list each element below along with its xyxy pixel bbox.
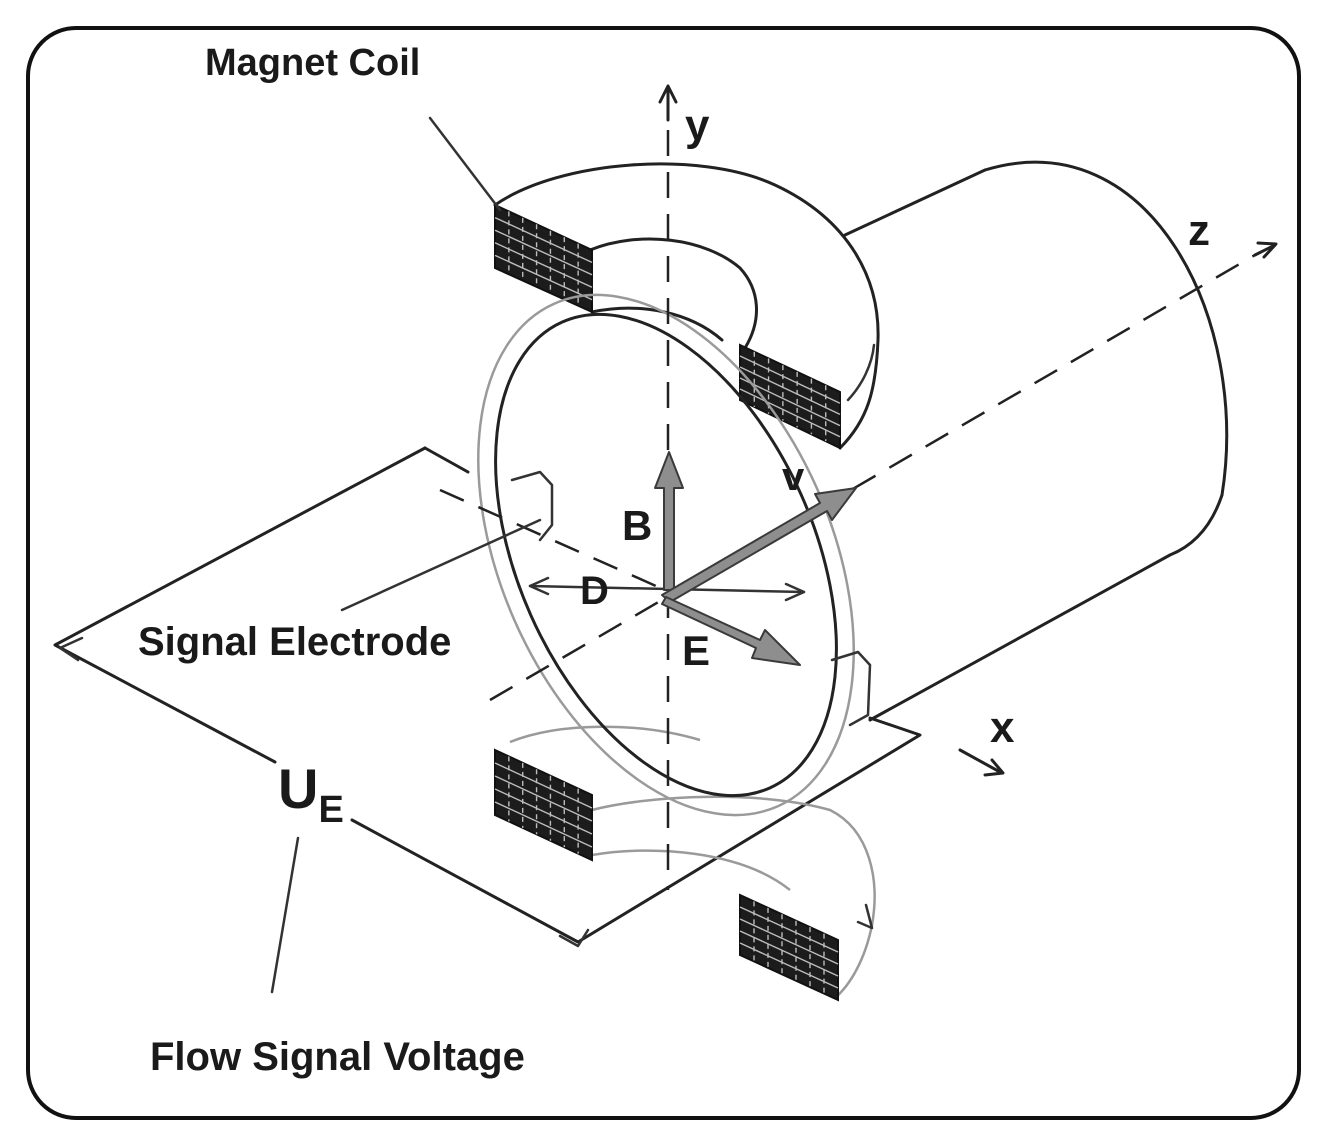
coil-grid-line xyxy=(494,229,593,276)
vector-v-arrow xyxy=(661,487,857,603)
coil-grid-line xyxy=(739,930,839,977)
electrode-plane xyxy=(53,446,922,948)
coil-grid-line xyxy=(494,801,593,848)
flow-signal-voltage-label: Flow Signal Voltage xyxy=(150,1035,525,1079)
voltage-symbol-subscript: E xyxy=(318,789,343,831)
coordinate-axes xyxy=(439,84,1278,890)
coil-block-face xyxy=(494,748,593,862)
coil-grid-line xyxy=(494,216,593,264)
coil-block-face xyxy=(739,893,839,1002)
dimension-d-label: D xyxy=(580,569,609,613)
coil-grid-line xyxy=(739,906,839,953)
vector-e-label: E xyxy=(682,627,710,674)
coil-block-face xyxy=(494,203,593,314)
coil-block-lower-right xyxy=(739,893,839,1002)
pipe-cross-section xyxy=(477,293,855,817)
axis-x-label: x xyxy=(990,703,1015,752)
coil-block-upper-right xyxy=(739,343,841,450)
coil-grid-line xyxy=(739,366,841,416)
coil-windings xyxy=(494,203,841,1002)
coil-grid-line xyxy=(739,918,839,965)
voltage-symbol-main: U xyxy=(278,757,318,820)
pipe-body xyxy=(843,160,1229,722)
signal-electrodes xyxy=(510,470,872,727)
lower-magnet-coil xyxy=(509,725,876,999)
coil-grid-line xyxy=(494,242,593,288)
diagram-frame xyxy=(26,26,1301,1120)
coil-grid-line xyxy=(739,355,841,404)
coil-grid-line xyxy=(739,388,841,438)
vector-b-label: B xyxy=(622,502,652,549)
voltage-symbol: UE xyxy=(278,757,344,831)
coil-grid-line xyxy=(739,377,841,427)
coil-block-face xyxy=(739,343,841,450)
coil-grid-line xyxy=(494,775,593,822)
vector-e-arrow xyxy=(661,596,801,666)
magnet-coil-label: Magnet Coil xyxy=(205,42,420,84)
leader-lines xyxy=(270,116,542,994)
coil-grid-line xyxy=(494,762,593,809)
coil-grid-line xyxy=(739,942,839,989)
axis-y-label: y xyxy=(685,101,710,150)
coil-grid-line xyxy=(494,254,593,301)
coil-block-upper-left xyxy=(494,203,593,314)
vector-v-label: v xyxy=(782,455,805,499)
coil-grid-line xyxy=(494,788,593,835)
field-vectors xyxy=(654,451,857,666)
vector-b-arrow xyxy=(654,451,684,591)
coil-block-lower-left xyxy=(494,748,593,862)
signal-electrode-label: Signal Electrode xyxy=(138,620,451,664)
axis-z-label: z xyxy=(1188,206,1210,255)
